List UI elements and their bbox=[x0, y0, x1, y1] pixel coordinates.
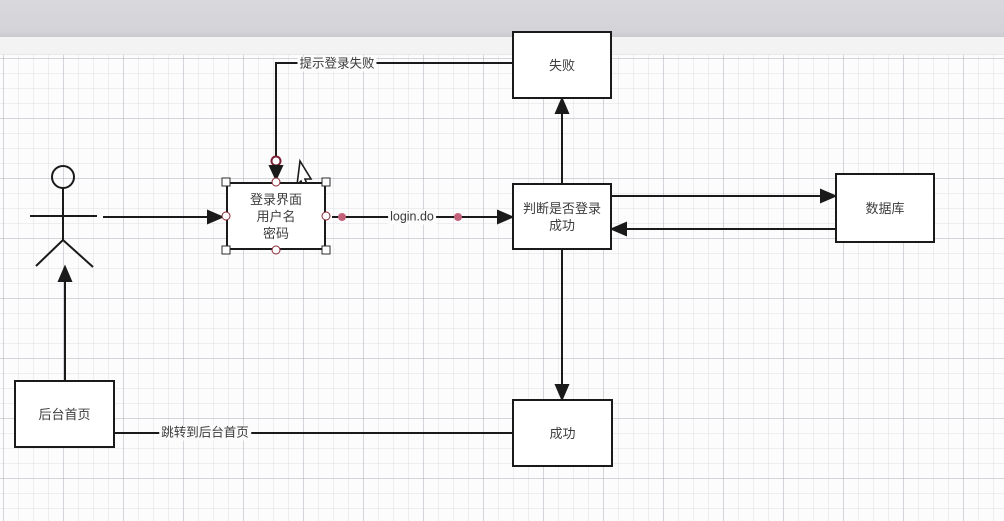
edge-label-login-do[interactable]: login.do bbox=[388, 209, 436, 225]
edge-backend-to-actor[interactable] bbox=[57, 264, 73, 380]
selection-handle-se[interactable] bbox=[321, 245, 331, 255]
node-success-label: 成功 bbox=[549, 425, 576, 441]
selection-handle-sw[interactable] bbox=[221, 245, 231, 255]
edge-judge-to-database[interactable] bbox=[612, 188, 838, 204]
diagram-canvas[interactable] bbox=[0, 55, 1004, 521]
node-login-label: 登录界面 用户名 密码 bbox=[249, 191, 302, 241]
toolbar-lower-strip bbox=[0, 37, 1004, 55]
connection-handle-bottom[interactable] bbox=[271, 245, 281, 255]
edge-judge-to-success[interactable] bbox=[554, 250, 570, 402]
edge-failure-to-login[interactable] bbox=[268, 62, 512, 182]
node-database-label: 数据库 bbox=[865, 200, 905, 216]
selection-handle-nw[interactable] bbox=[221, 177, 231, 187]
edge-label-login-failure-hint[interactable]: 提示登录失败 bbox=[297, 56, 377, 72]
node-database[interactable]: 数据库 bbox=[835, 173, 935, 243]
selection-handle-ne[interactable] bbox=[321, 177, 331, 187]
connection-handle-top[interactable] bbox=[271, 177, 281, 187]
top-toolbar bbox=[0, 0, 1004, 37]
node-judge-label: 判断是否登录 成功 bbox=[522, 200, 601, 233]
node-backend-home[interactable]: 后台首页 bbox=[14, 380, 115, 448]
node-failure-label: 失败 bbox=[548, 57, 575, 73]
edge-label-jump-backend-home[interactable]: 跳转到后台首页 bbox=[159, 425, 251, 441]
edge-database-to-judge[interactable] bbox=[609, 221, 835, 237]
connection-handle-right[interactable] bbox=[321, 211, 331, 221]
actor-figure[interactable] bbox=[30, 165, 97, 268]
node-login[interactable]: 登录界面 用户名 密码 bbox=[226, 182, 326, 250]
edge-actor-to-login[interactable] bbox=[103, 209, 225, 225]
node-failure[interactable]: 失败 bbox=[512, 31, 612, 99]
node-judge[interactable]: 判断是否登录 成功 bbox=[512, 183, 612, 250]
edge-judge-to-failure[interactable] bbox=[554, 96, 570, 183]
waypoint-dot[interactable] bbox=[338, 213, 346, 221]
waypoint-dot[interactable] bbox=[454, 213, 462, 221]
connection-handle-left[interactable] bbox=[221, 211, 231, 221]
node-success[interactable]: 成功 bbox=[512, 399, 613, 467]
edge-endpoint-marker[interactable] bbox=[270, 155, 282, 167]
node-backend-home-label: 后台首页 bbox=[38, 406, 91, 422]
